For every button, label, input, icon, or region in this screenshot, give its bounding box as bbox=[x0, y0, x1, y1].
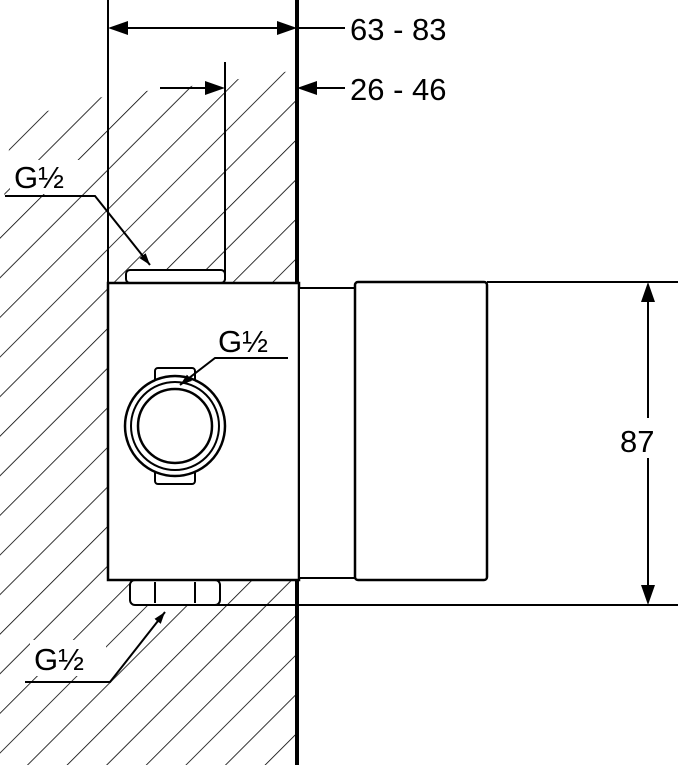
callout-top-thread: G½ bbox=[5, 160, 151, 266]
trim-sleeve bbox=[298, 287, 356, 579]
dimension-wall-depth: 26 - 46 bbox=[160, 62, 447, 280]
label-top-thread: G½ bbox=[14, 160, 64, 195]
callout-bottom-thread: G½ bbox=[25, 611, 166, 683]
trim-handle bbox=[353, 280, 489, 582]
dimension-total-depth: 63 - 83 bbox=[108, 12, 447, 47]
dimension-wall-depth-label: 26 - 46 bbox=[350, 72, 447, 107]
dimension-height-label: 87 bbox=[620, 424, 654, 459]
callout-front-thread: G½ bbox=[179, 324, 288, 386]
dimension-height: 87 bbox=[210, 281, 678, 606]
front-port bbox=[123, 367, 227, 485]
label-bottom-thread: G½ bbox=[34, 642, 84, 677]
label-front-thread: G½ bbox=[218, 324, 268, 359]
top-connection bbox=[125, 269, 226, 284]
dimension-total-depth-label: 63 - 83 bbox=[350, 12, 447, 47]
bottom-connection-nut bbox=[129, 579, 221, 606]
